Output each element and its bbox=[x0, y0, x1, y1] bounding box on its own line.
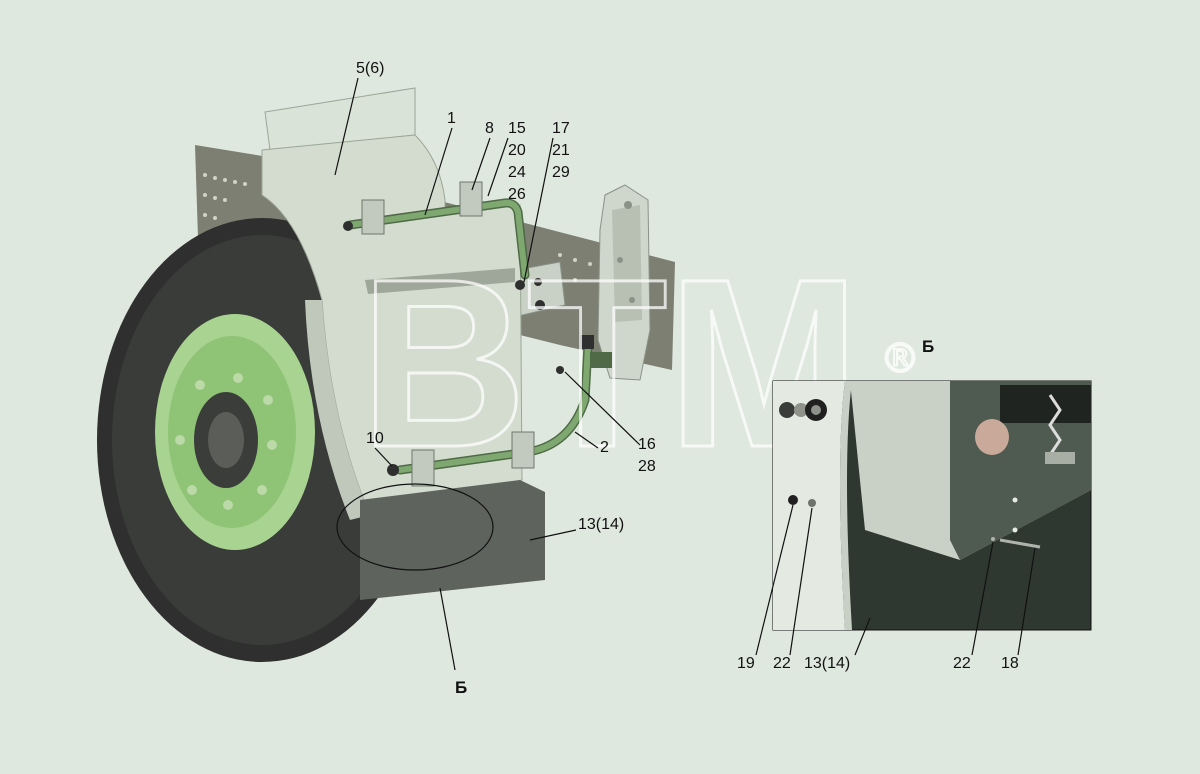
callout-17: 17 bbox=[552, 120, 570, 137]
view-b-marker-ellipse bbox=[336, 483, 494, 571]
callout-29: 29 bbox=[552, 164, 570, 181]
callout-2: 2 bbox=[600, 439, 609, 456]
detail-callout-22b: 22 bbox=[953, 655, 971, 672]
detail-bolt bbox=[991, 537, 1041, 549]
callout-view-b: Б bbox=[455, 678, 467, 697]
detail-callout-22a: 22 bbox=[773, 655, 791, 672]
detail-callout-13-14: 13(14) bbox=[804, 655, 850, 672]
wheel-nuts bbox=[175, 373, 277, 510]
callout-28: 28 bbox=[638, 458, 656, 475]
mud-flap bbox=[360, 480, 545, 600]
watermark-registered-mark: ® bbox=[880, 336, 920, 382]
callout-10: 10 bbox=[366, 430, 384, 447]
callout-8: 8 bbox=[485, 120, 494, 137]
detail-view-b: Б 19 22 bbox=[737, 337, 1092, 672]
detail-callout-18: 18 bbox=[1001, 655, 1019, 672]
callout-16: 16 bbox=[638, 436, 656, 453]
fender bbox=[261, 87, 523, 520]
main-assembly-view bbox=[97, 87, 675, 662]
callout-13-14: 13(14) bbox=[578, 516, 624, 533]
main-callouts: 5(6) 1 8 15 20 24 26 17 21 29 10 2 16 28… bbox=[334, 60, 656, 697]
detail-view-title: Б bbox=[922, 337, 934, 356]
callout-5-6: 5(6) bbox=[356, 60, 384, 77]
callout-21: 21 bbox=[552, 142, 570, 159]
upper-tube bbox=[343, 181, 530, 280]
detail-callout-19: 19 bbox=[737, 655, 755, 672]
callout-1: 1 bbox=[447, 110, 456, 127]
lower-tube bbox=[387, 335, 612, 487]
detail-nut-washer-bottom bbox=[788, 495, 816, 507]
callout-26: 26 bbox=[508, 186, 526, 203]
callout-20: 20 bbox=[508, 142, 526, 159]
mounting-bracket bbox=[597, 184, 651, 381]
callout-15: 15 bbox=[508, 120, 526, 137]
callout-24: 24 bbox=[508, 164, 526, 181]
detail-nut-washer-top bbox=[779, 399, 827, 421]
valve-fittings bbox=[515, 278, 545, 310]
